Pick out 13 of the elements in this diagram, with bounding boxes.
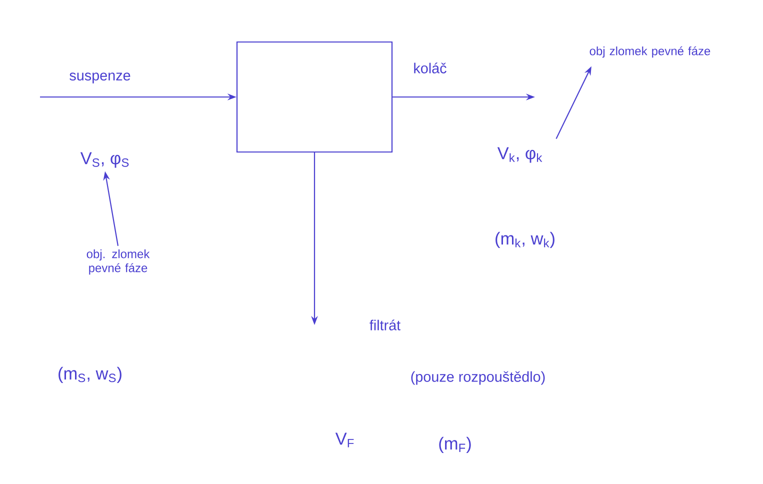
- label-text: (m$_{S}$, w$_{S}$): [58, 366, 122, 384]
- symbol-text: V$_{k}$, φ$_{k}$: [497, 147, 542, 163]
- label-text: (m$_{k}$, w$_{k}$): [496, 232, 554, 248]
- edge-label: filtrát: [370, 320, 400, 330]
- label-text: (pouze rozpouštědlo): [411, 371, 545, 385]
- symbol-text: V$_{S}$, φ$_{S}$: [80, 152, 129, 168]
- note-text: obj zlomek pevné fáze: [590, 46, 710, 58]
- edge-label: koláč: [414, 62, 446, 74]
- edge-label: suspenze: [70, 72, 130, 84]
- filter-box: [236, 41, 393, 153]
- note-text: obj. zlomek pevné fáze: [86, 249, 150, 275]
- label-text: (m$_{F}$): [439, 436, 471, 454]
- label-text: V$_{F}$: [335, 432, 354, 448]
